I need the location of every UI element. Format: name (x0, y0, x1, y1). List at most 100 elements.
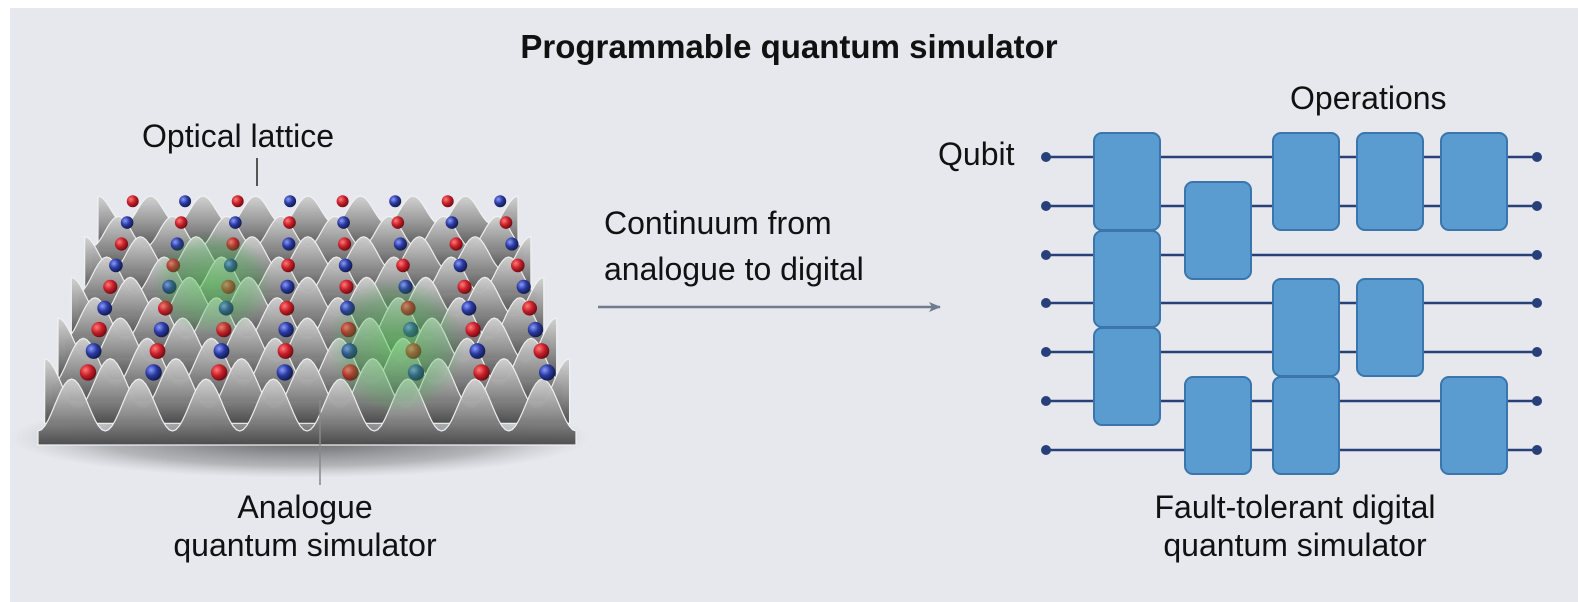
atom-blue (85, 343, 102, 359)
qubit-wire-end-dot (1532, 298, 1542, 308)
operation-gate (1093, 327, 1161, 426)
operation-gate (1356, 132, 1424, 231)
digital-simulator-caption: Fault-tolerant digital quantum simulator (1110, 488, 1480, 564)
qubit-label: Qubit (938, 136, 1015, 172)
digital-caption-line1: Fault-tolerant digital (1154, 489, 1436, 525)
figure-title: Programmable quantum simulator (520, 28, 1058, 65)
operation-gate (1440, 376, 1508, 475)
qubit-wire-start-dot (1041, 396, 1051, 406)
atom-red (211, 364, 228, 381)
operation-gate (1093, 132, 1161, 231)
atom-blue (338, 258, 353, 273)
lattice-wave-rows (37, 195, 577, 446)
atom-blue (153, 321, 170, 338)
atom-blue (284, 195, 297, 208)
atom-red (338, 237, 352, 251)
lattice-wave-row (37, 378, 577, 446)
atom-blue (213, 343, 230, 359)
atom-red (103, 279, 118, 294)
atom-red (126, 195, 139, 208)
atom-red (79, 364, 97, 381)
operation-gate (1093, 230, 1161, 328)
qubit-wire-end-dot (1532, 347, 1542, 357)
qubit-wire-end-dot (1532, 250, 1542, 260)
operations-label: Operations (1290, 80, 1447, 116)
atom-red (339, 279, 354, 294)
atom-blue (109, 258, 123, 273)
qubit-wire-start-dot (1041, 152, 1051, 162)
qubit-wire-start-dot (1041, 347, 1051, 357)
atom-red (174, 216, 188, 229)
atom-blue (337, 216, 350, 229)
continuum-label: Continuum from analogue to digital (604, 200, 864, 292)
atom-red (441, 195, 454, 208)
atom-red (465, 321, 481, 338)
operation-gate (1272, 376, 1340, 475)
atom-blue (282, 237, 296, 251)
atom-red (391, 216, 405, 229)
atom-blue (120, 216, 134, 229)
entanglement-region-right (328, 278, 464, 414)
operation-gate (1356, 278, 1424, 377)
atom-blue (97, 300, 113, 316)
analogue-caption-line2: quantum simulator (173, 527, 437, 563)
operation-gate (1184, 376, 1252, 475)
operation-gate (1272, 278, 1340, 377)
atom-red (396, 258, 410, 273)
atom-blue (539, 364, 556, 381)
atom-blue (179, 195, 192, 208)
qubit-wire-end-dot (1532, 201, 1542, 211)
atom-red (499, 216, 513, 229)
atom-red (336, 195, 349, 208)
atom-blue (145, 364, 162, 381)
atom-red (449, 237, 463, 251)
atom-red (279, 300, 295, 316)
qubit-wire-start-dot (1041, 201, 1051, 211)
optical-lattice-label: Optical lattice (142, 118, 335, 154)
atom-blue (393, 237, 407, 251)
atom-red (533, 343, 550, 359)
atom-blue (516, 279, 531, 294)
atom-red (277, 343, 294, 359)
operation-gates (1093, 132, 1508, 475)
qubit-wire-start-dot (1041, 445, 1051, 455)
atom-red (281, 258, 295, 273)
atom-red (522, 300, 537, 316)
operation-gate (1272, 132, 1340, 231)
analogue-caption-line1: Analogue (237, 489, 373, 525)
atom-blue (276, 364, 293, 381)
entanglement-region-left (152, 231, 272, 335)
qubit-wire-start-dot (1041, 250, 1051, 260)
atom-blue (389, 195, 402, 208)
atom-blue (453, 258, 468, 273)
quantum-circuit (1041, 132, 1542, 475)
atom-red (283, 216, 296, 229)
continuum-label-line1: Continuum from (604, 205, 832, 241)
atom-blue (461, 300, 477, 316)
atom-blue (445, 216, 459, 229)
atom-red (149, 343, 166, 359)
optical-lattice-illustration (10, 158, 590, 485)
atom-red (91, 321, 107, 338)
qubit-wire-start-dot (1041, 298, 1051, 308)
atom-red (473, 364, 490, 381)
atom-red (231, 195, 244, 208)
atom-blue (278, 321, 294, 338)
analogue-simulator-caption: Analogue quantum simulator (150, 488, 460, 564)
atom-blue (505, 237, 519, 251)
atom-red (114, 237, 129, 251)
operation-gate (1440, 132, 1508, 231)
operation-gate (1184, 181, 1252, 280)
atom-blue (280, 279, 295, 294)
qubit-wire-end-dot (1532, 396, 1542, 406)
atom-red (511, 258, 525, 273)
atom-blue (494, 195, 507, 208)
continuum-label-line2: analogue to digital (604, 251, 864, 287)
digital-caption-line2: quantum simulator (1163, 527, 1427, 563)
qubit-wire-end-dot (1532, 445, 1542, 455)
qubit-wire-end-dot (1532, 152, 1542, 162)
atom-blue (527, 321, 544, 338)
atom-red (457, 279, 472, 294)
